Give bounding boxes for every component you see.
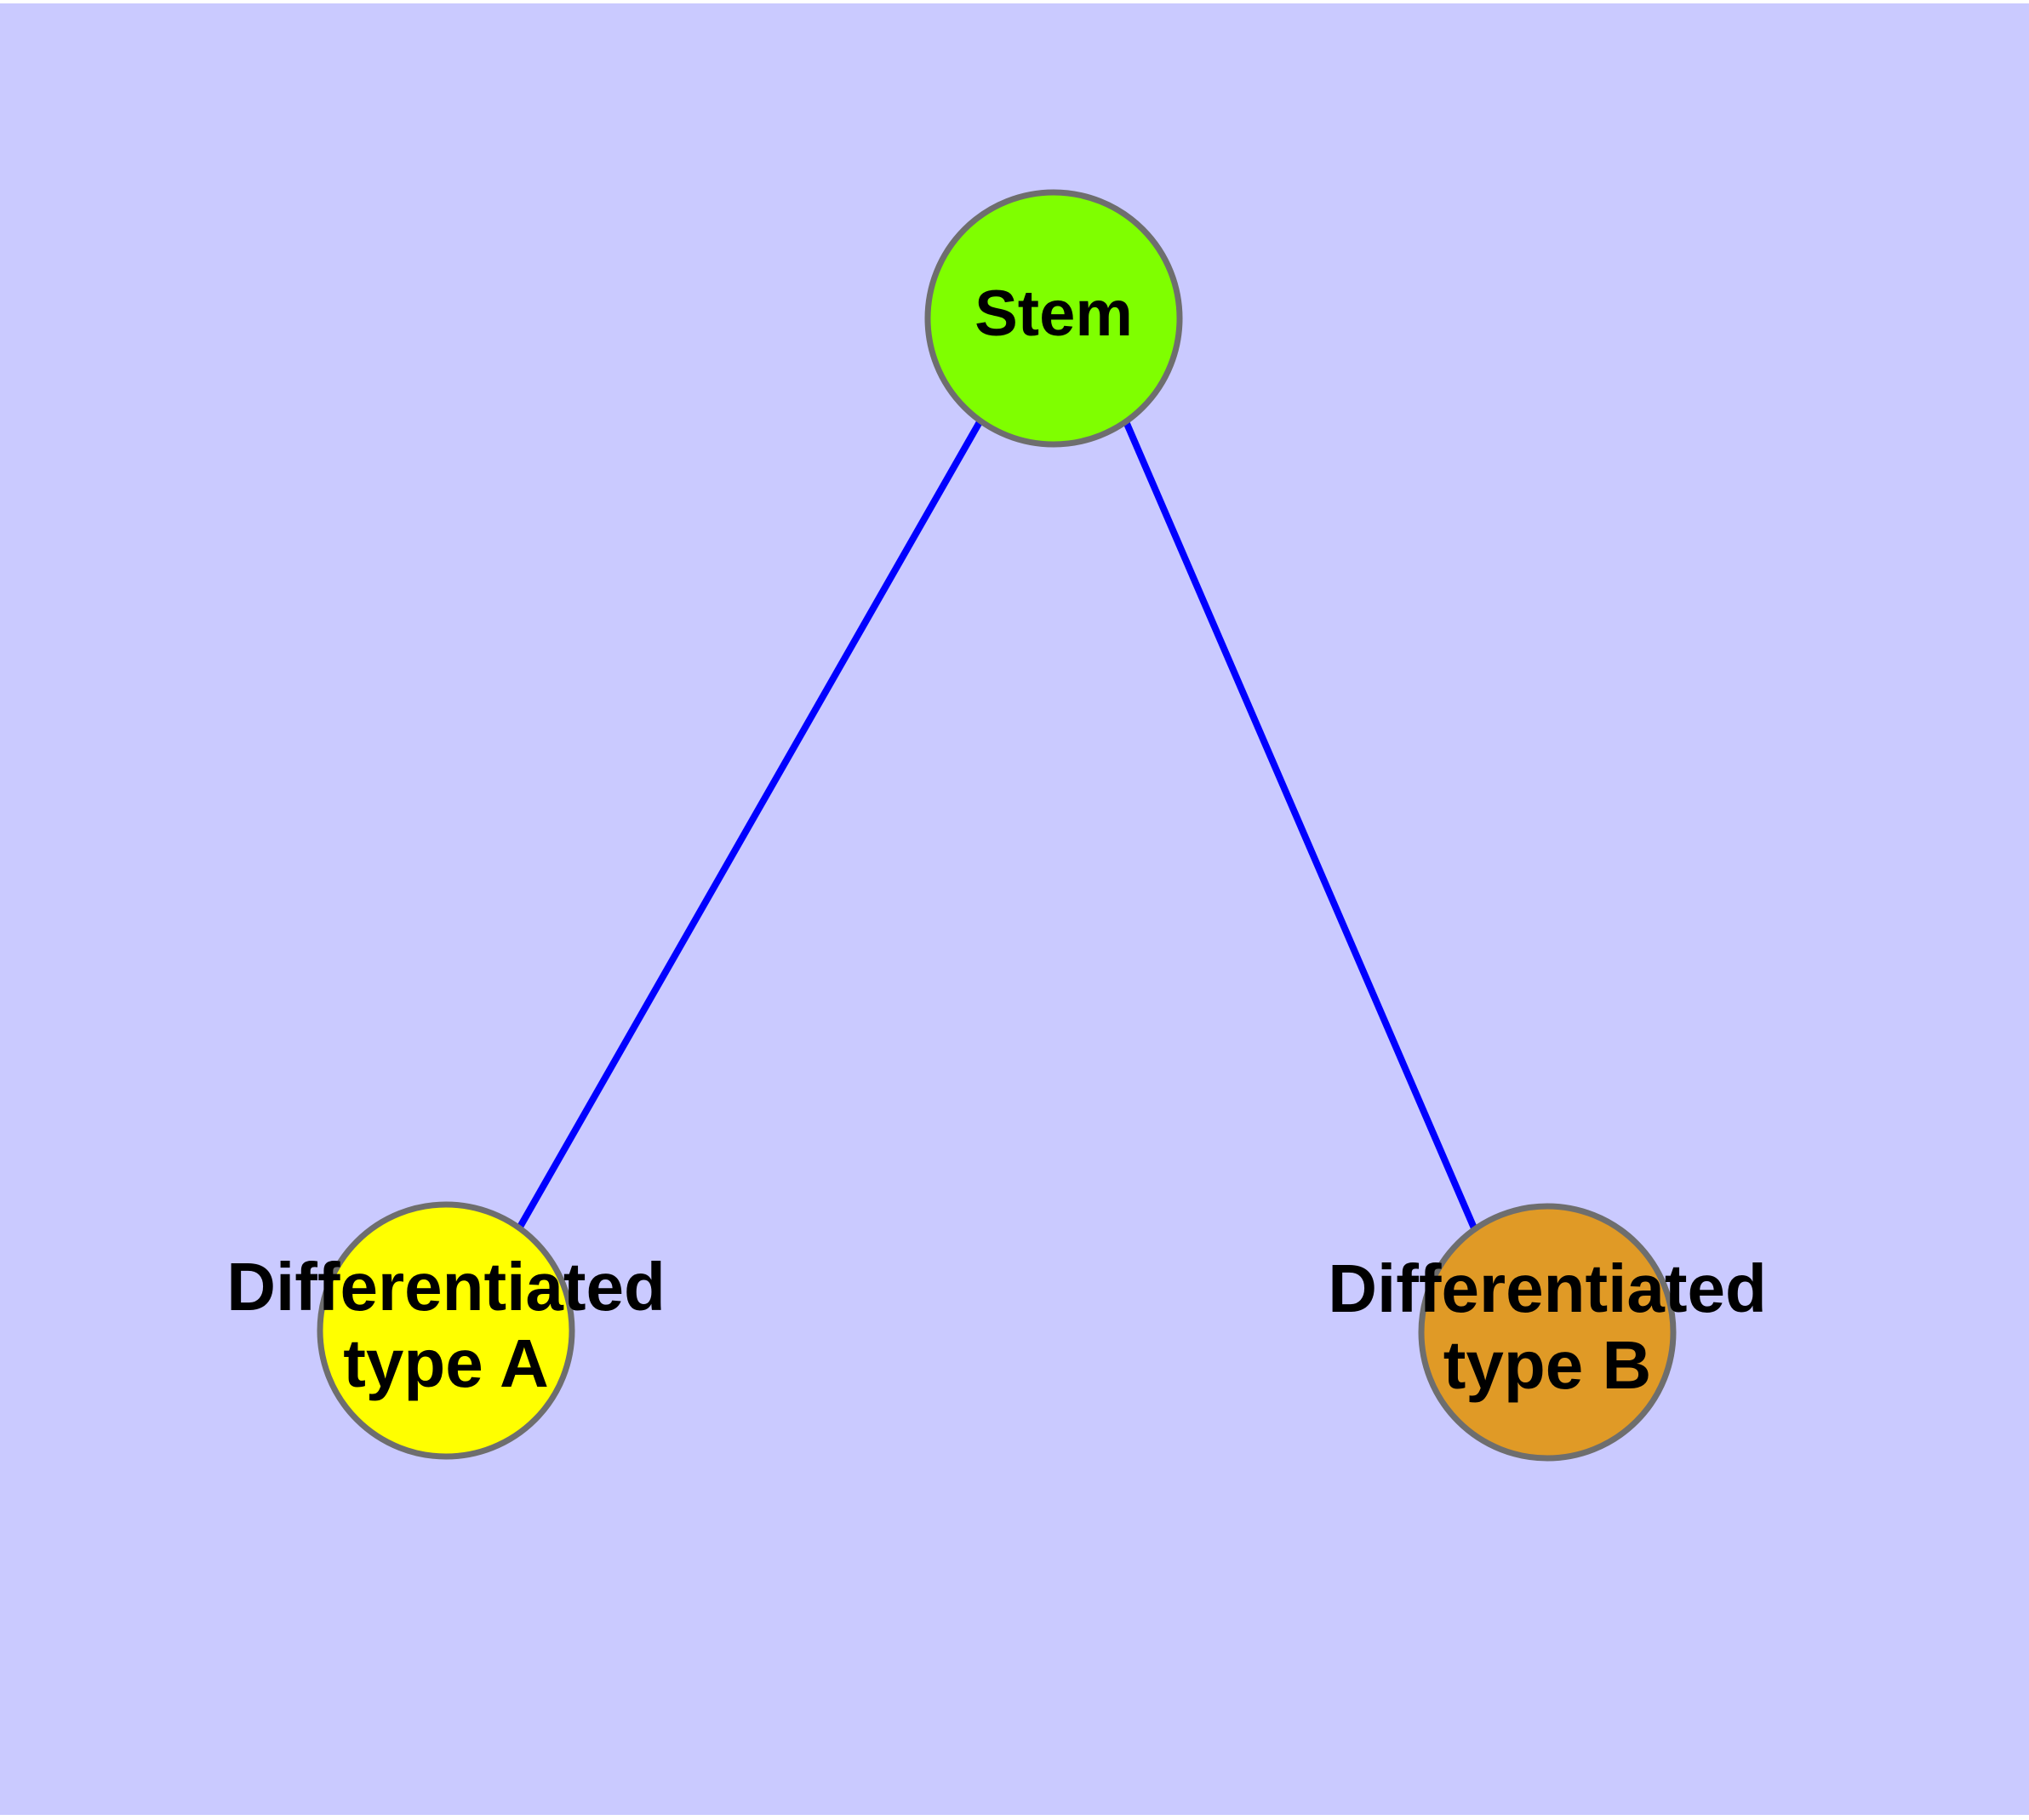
edges-group: [516, 418, 1478, 1232]
edge-stem-diff-a: [516, 419, 984, 1230]
node-circle-diff_b[interactable]: [1418, 1203, 1677, 1462]
node-label-line: Stem: [974, 278, 1133, 350]
node-label-line: type A: [343, 1325, 549, 1401]
node-circle-diff_a[interactable]: [317, 1201, 575, 1460]
node-label-line: Differentiated: [1328, 1251, 1767, 1326]
edge-stem-diff-b: [1122, 418, 1478, 1232]
node-label-line: Differentiated: [226, 1249, 666, 1325]
node-circle-stem[interactable]: [924, 189, 1183, 448]
node-label-line: type B: [1443, 1327, 1652, 1403]
node-label-stem: Stem: [974, 278, 1133, 350]
